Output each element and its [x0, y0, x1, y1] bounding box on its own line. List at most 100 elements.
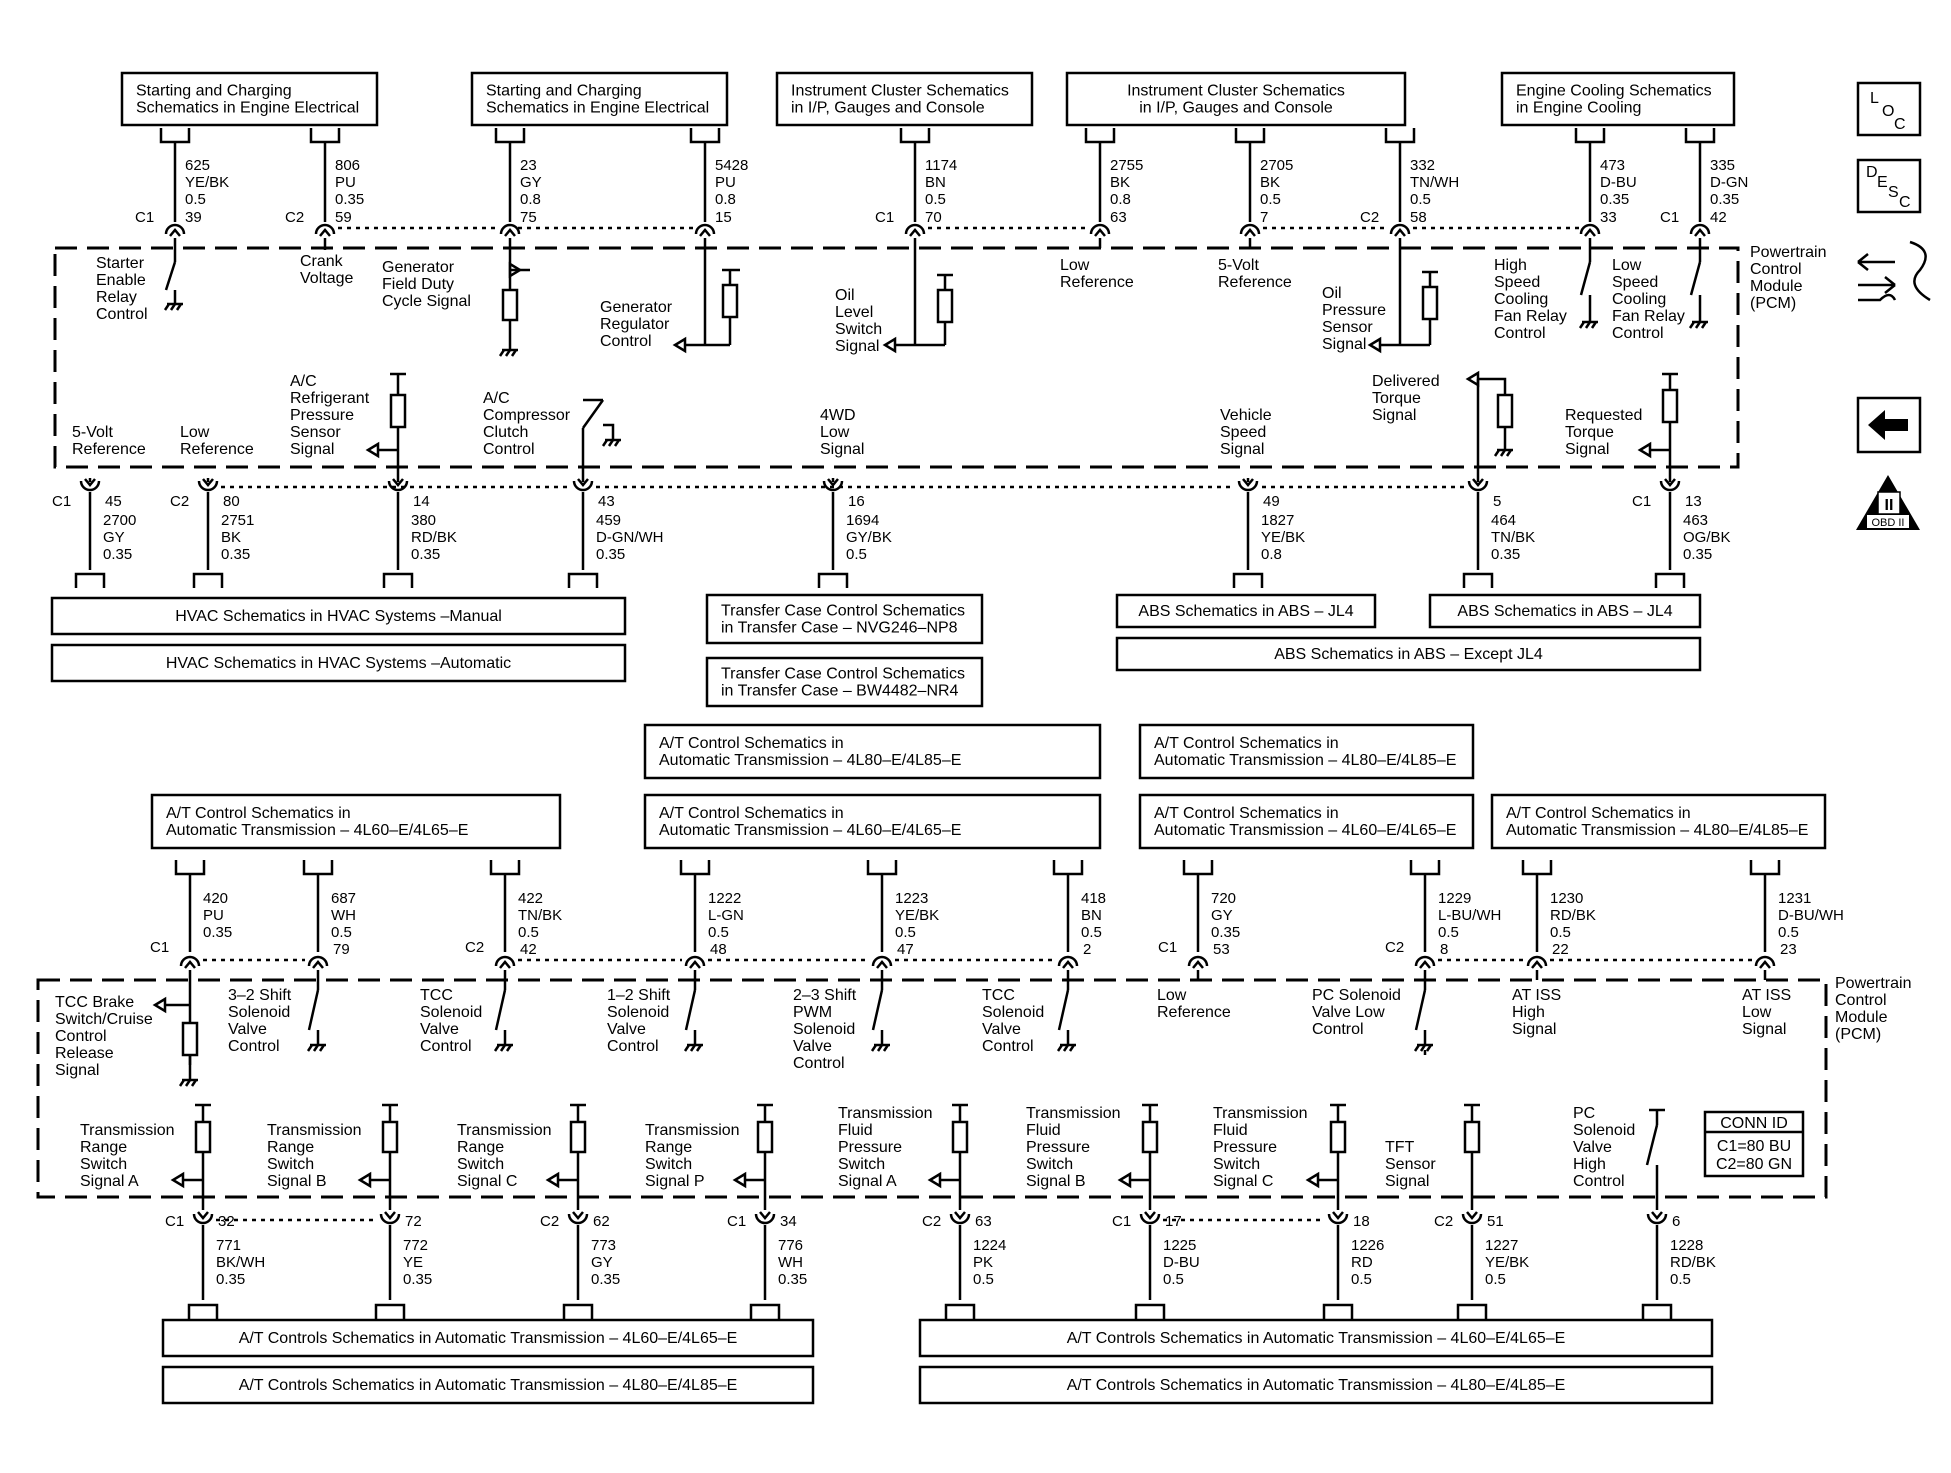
back-arrow-icon[interactable] [1856, 396, 1922, 454]
circuit-color: BK [1110, 174, 1130, 191]
pcm-label: Module [1835, 1009, 1888, 1026]
connector-pin-arrow [689, 960, 701, 969]
ground-icon [1578, 321, 1586, 329]
signal-label: Signal [1512, 1021, 1556, 1038]
connector-pin [314, 223, 336, 235]
signal-label: Compressor [483, 407, 571, 424]
signal-label: Cooling [1612, 291, 1666, 308]
connector-pin-arrow [759, 1211, 771, 1220]
pin-number: 79 [333, 941, 350, 958]
connector-pin-arrow [1244, 228, 1256, 237]
ref-at-controls-4l60-right-frame [918, 1318, 1714, 1358]
connector-pin [1239, 223, 1261, 235]
signal-label: Transmission [645, 1122, 740, 1139]
connector-pin-arrow [1466, 1211, 1478, 1220]
signal-label: Transmission [1026, 1105, 1121, 1122]
connector-pin [1139, 1213, 1161, 1225]
signal-label: Switch [267, 1156, 314, 1173]
signal-label: Range [645, 1139, 692, 1156]
arrow-icon [170, 1171, 185, 1189]
pin-number: 34 [780, 1213, 797, 1230]
connector-id: C1 [150, 939, 169, 956]
connector-id: C2 [285, 209, 304, 226]
signal-label: Clutch [483, 424, 528, 441]
ref-at-controls-4l60-right[interactable]: A/T Controls Schematics in Automatic Tra… [918, 1318, 1714, 1358]
ref-at-controls-4l60-left[interactable]: A/T Controls Schematics in Automatic Tra… [161, 1318, 815, 1358]
ref-abs-jl4-2-frame [1428, 593, 1702, 629]
ref-at-4l80-c-text: Automatic Transmission – 4L80–E/4L85–E [1506, 822, 1808, 839]
signal-label: Signal [1220, 441, 1264, 458]
connector-pin [694, 223, 716, 235]
signal-label: Vehicle [1220, 407, 1272, 424]
circuit-color: WH [331, 907, 356, 924]
signal-label: Control [793, 1055, 845, 1072]
loc-icon[interactable]: LOC [1856, 81, 1922, 137]
resistor [389, 393, 407, 429]
pcm-label: Powertrain [1750, 244, 1826, 261]
ref-hvac-manual[interactable]: HVAC Schematics in HVAC Systems –Manual [50, 596, 627, 636]
signal-label: Signal [1372, 407, 1416, 424]
circuit-number: 2751 [221, 512, 254, 529]
obd-label: OBD II [1871, 517, 1904, 529]
circuit-number: 1229 [1438, 890, 1471, 907]
signal-label: PWM [793, 1004, 832, 1021]
signal-label: Fan Relay [1612, 308, 1685, 325]
connector-pin [1237, 480, 1259, 492]
ref-abs-except[interactable]: ABS Schematics in ABS – Except JL4 [1115, 636, 1702, 672]
arrow-icon [732, 1171, 747, 1189]
signal-label: PC [1573, 1105, 1595, 1122]
wire-terminal [1654, 572, 1686, 588]
ref-hvac-automatic[interactable]: HVAC Schematics in HVAC Systems –Automat… [50, 643, 627, 683]
circuit-color: GY [1211, 907, 1233, 924]
ref-at-controls-4l60-left-frame [161, 1318, 815, 1358]
signal-label: Solenoid [982, 1004, 1044, 1021]
connector-pin-arrow [1651, 1211, 1663, 1220]
circuit-size: 0.5 [895, 924, 916, 941]
ref-abs-jl4-1[interactable]: ABS Schematics in ABS – JL4 [1115, 593, 1377, 629]
circuit-number: 1827 [1261, 512, 1294, 529]
ref-at-controls-4l80-left[interactable]: A/T Controls Schematics in Automatic Tra… [161, 1365, 815, 1405]
connector-pin-arrow [169, 228, 181, 237]
circuit-color: YE/BK [895, 907, 939, 924]
wire [494, 989, 507, 1031]
connector-pin [197, 480, 219, 492]
arrow-icon [672, 336, 687, 354]
connector-id: C2 [1385, 939, 1404, 956]
arrow-icon [1117, 1171, 1132, 1189]
ref-abs-jl4-2[interactable]: ABS Schematics in ABS – JL4 [1428, 593, 1702, 629]
signal-label: PC Solenoid [1312, 987, 1401, 1004]
pin-number: 49 [1263, 493, 1280, 510]
wire-terminal [159, 128, 191, 144]
connector-pin-arrow [1419, 960, 1431, 969]
ground-icon [169, 303, 177, 311]
connector-pin [567, 1213, 589, 1225]
signal-label: High [1494, 257, 1527, 274]
signal-label: Delivered [1372, 373, 1440, 390]
obd-numeral-frame [1877, 491, 1901, 515]
signal-label: Control [420, 1038, 472, 1055]
connector-pin-arrow [876, 960, 888, 969]
ref-at-controls-4l80-right[interactable]: A/T Controls Schematics in Automatic Tra… [918, 1365, 1714, 1405]
connector-pin [871, 955, 893, 967]
circuit-size: 0.5 [1778, 924, 1799, 941]
circuit-size: 0.35 [103, 546, 132, 563]
circuit-size: 0.35 [596, 546, 625, 563]
signal-label: Pressure [838, 1139, 902, 1156]
ground-icon [1505, 449, 1513, 457]
circuit-size: 0.35 [203, 924, 232, 941]
